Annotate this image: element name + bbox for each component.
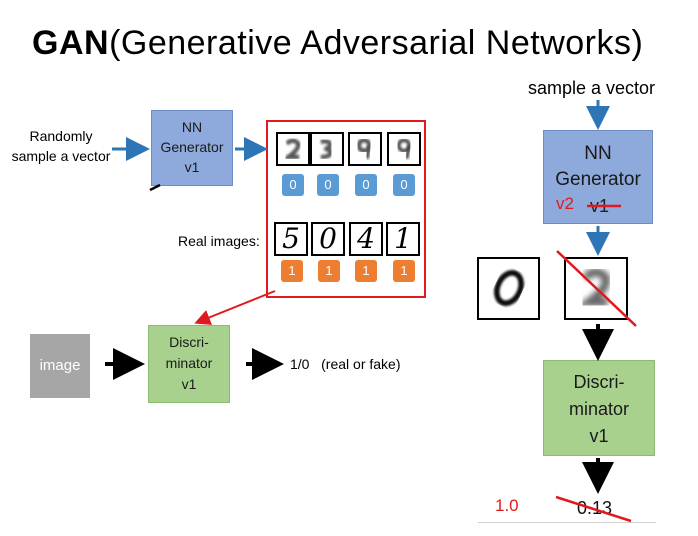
real-digit-image [477,257,540,320]
data-to-discriminator-arrow [194,290,276,325]
strike-old-score [555,495,632,523]
real-image-4: 1 [386,222,420,256]
generator-v2-box: NN Generator [543,130,653,224]
generator-line3: v1 [184,159,200,175]
real-label-4: 1 [393,260,415,282]
real-image-2: 0 [311,222,345,256]
fake-label-4: 0 [393,174,415,196]
image-input-box: image [30,334,90,398]
real-images-label: Real images: [178,233,260,249]
strike-generated-image [556,250,637,327]
real-label-1: 1 [281,260,303,282]
fake-image-4 [387,132,421,166]
discriminator-right-line1: Discri- [573,372,625,392]
new-version-label: v2 [556,194,574,213]
real-image-3: 4 [349,222,383,256]
generator-v2-line1: NN [584,143,612,164]
discriminator-right-line2: minator [568,399,630,419]
generator-line1: NN [181,119,203,135]
fake-label-2: 0 [317,174,339,196]
discriminator-right-box: Discri- minator v1 [543,360,655,456]
bottom-divider [478,522,656,523]
fake-label-3: 0 [355,174,377,196]
training-data-frame [266,120,426,298]
generator-line2: Generator [160,139,224,155]
title-bold: GAN [32,24,110,62]
discriminator-right-line3: v1 [589,426,609,446]
fake-label-1: 0 [282,174,304,196]
discriminator-line1: Discri- [169,334,209,350]
fake-image-3 [348,132,382,166]
real-image-1: 5 [274,222,308,256]
discriminator-line3: v1 [181,376,197,392]
new-score: 1.0 [495,496,519,515]
generator-v1-box: NN Generator v1 [151,110,233,186]
fake-image-1 [276,132,310,166]
title-rest: (Generative Adversarial Networks) [109,24,644,62]
fake-image-2 [310,132,344,166]
random-sample-line2: sample a vector [11,148,111,164]
random-sample-label: Randomly sample a vector [8,126,114,166]
real-label-2: 1 [318,260,340,282]
real-or-fake-output: 1/0 (real or fake) [290,356,401,372]
discriminator-line2: minator [165,355,213,371]
real-label-3: 1 [355,260,377,282]
generator-tick-mark [149,183,161,192]
generator-v2-line2: Generator [555,169,641,190]
sample-vector-label: sample a vector [528,78,656,98]
random-sample-line1: Randomly [29,128,93,144]
page-title: GAN(Generative Adversarial Networks) [32,24,643,63]
discriminator-v1-box: Discri- minator v1 [148,325,230,403]
